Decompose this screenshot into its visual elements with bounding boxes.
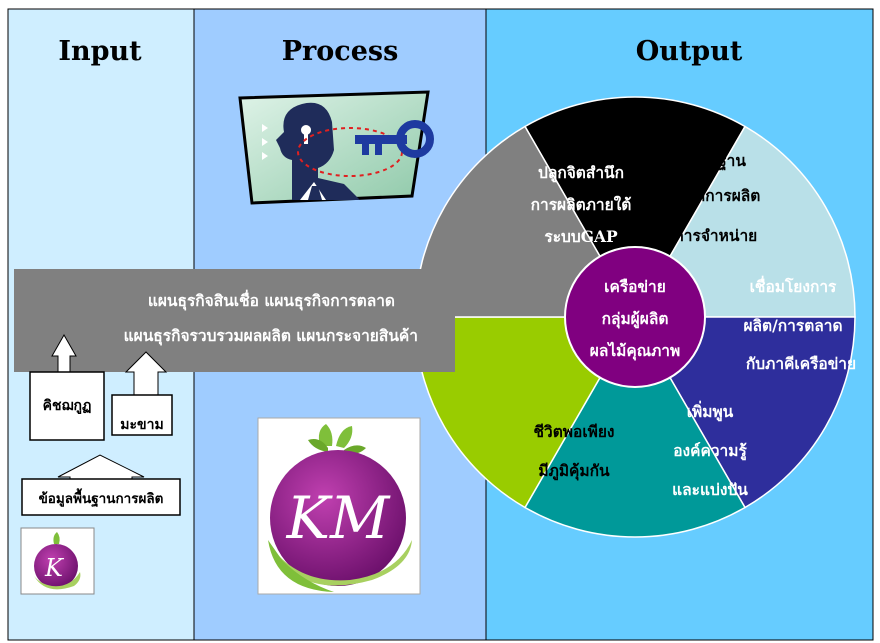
process-title: Process — [282, 36, 399, 67]
pie-segment-network — [633, 316, 856, 509]
segment-network-line-1: เชื่อมโยงการ — [750, 275, 837, 296]
km-small-logo-text: K — [44, 554, 65, 582]
plan-banner — [14, 269, 455, 372]
segment-sufficiency-line-1: ชีวิตพอเพียง — [534, 422, 615, 441]
mangosteen-logo: KM — [257, 417, 421, 595]
center-line-2: กลุ่มผู้ผลิต — [602, 309, 669, 330]
segment-gap-line-3: ระบบGAP — [544, 227, 618, 246]
base-data-label: ข้อมูลพื้นฐานการผลิต — [39, 488, 164, 508]
segment-knowledge-line-1: เพิ่มพูน — [687, 400, 734, 423]
segment-knowledge-line-3: และแบ่งปัน — [672, 480, 748, 499]
kitchakut-label: คิชฌกูฏ — [43, 398, 92, 414]
pie-segment-knowledge — [523, 315, 747, 538]
center-circle — [564, 246, 706, 388]
arrow-up-icon — [124, 351, 168, 396]
pie-segment-gap — [523, 96, 747, 319]
makham-box — [111, 394, 173, 436]
pie-segment-database — [633, 125, 856, 318]
output-pie-chart — [414, 96, 856, 538]
base-data-box — [21, 478, 181, 516]
segment-database-line-1: จัดทำฐาน — [680, 151, 746, 171]
center-line-3: ผลไม้คุณภาพ — [590, 341, 680, 361]
banner-line-2: แผนธุรกิจรวบรวมผลผลิต แผนกระจายสินค้า — [124, 326, 418, 346]
output-title: Output — [636, 36, 743, 67]
segment-sufficiency-line-2: มีภูมิคุ้มกัน — [538, 461, 610, 482]
segment-database-line-2: ข้อมูลการผลิต — [666, 186, 761, 207]
key-person-icon — [238, 90, 434, 205]
segment-database-line-3: /การจำหน่าย — [669, 226, 757, 245]
makham-label: มะขาม — [120, 417, 163, 433]
segment-network-line-3: กับภาคีเครือข่าย — [746, 354, 856, 373]
arrow-up-icon — [51, 333, 77, 376]
segment-knowledge-line-2: องค์ความรู้ — [673, 441, 747, 462]
center-line-1: เครือข่าย — [604, 277, 666, 296]
mangosteen-logo: K — [20, 527, 95, 595]
segment-gap-line-1: ปลูกจิตสำนึก — [538, 163, 624, 184]
banner-line-1: แผนธุรกิจสินเชื่อ แผนธุรกิจการตลาด — [148, 289, 395, 311]
segment-network-line-2: ผลิต/การตลาด — [743, 316, 842, 335]
segment-gap-line-2: การผลิตภายใต้ — [531, 195, 632, 214]
input-title: Input — [58, 36, 142, 67]
km-logo-text: KM — [286, 484, 391, 552]
kitchakut-box — [29, 371, 105, 441]
